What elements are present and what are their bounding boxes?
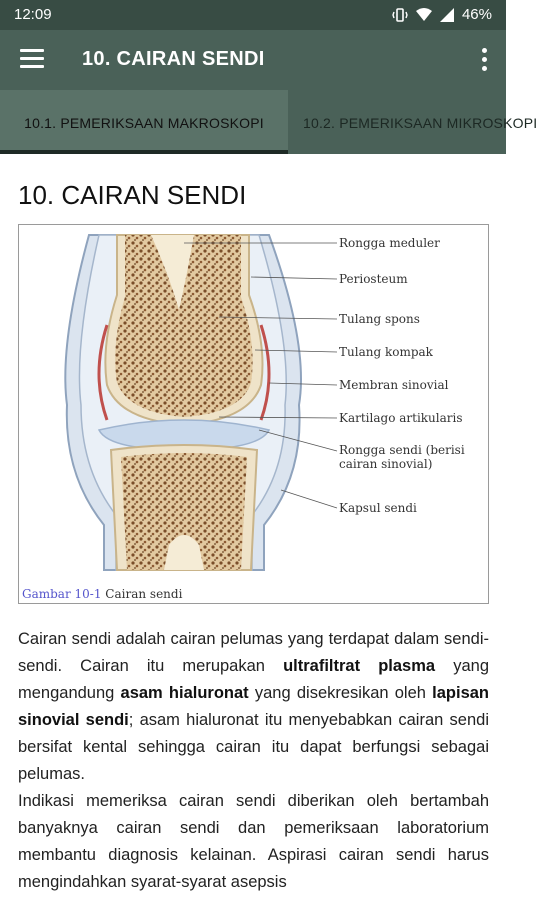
label-periosteum: Periosteum bbox=[339, 272, 408, 286]
term-ultrafiltrat-plasma: ultrafiltrat plasma bbox=[283, 657, 436, 675]
label-rongga-meduler: Rongga meduler bbox=[339, 236, 440, 250]
label-kapsul-sendi: Kapsul sendi bbox=[339, 501, 417, 515]
joint-figure: Rongga meduler Periosteum Tulang spons T… bbox=[18, 224, 489, 604]
menu-icon[interactable] bbox=[20, 49, 44, 71]
signal-icon bbox=[439, 7, 454, 22]
knee-joint-illustration: Rongga meduler Periosteum Tulang spons T… bbox=[64, 234, 465, 571]
page-title: 10. CAIRAN SENDI bbox=[82, 48, 265, 70]
main-content: 10. CAIRAN SENDI bbox=[0, 154, 506, 900]
vibrate-icon bbox=[392, 7, 408, 22]
paragraph-indication: Indikasi memeriksa cairan sendi diberika… bbox=[18, 792, 489, 891]
paragraph-definition: Cairan sendi adalah cairan pelumas yang … bbox=[18, 626, 489, 788]
label-tulang-spons: Tulang spons bbox=[339, 312, 420, 326]
para1-text-3: yang disekresikan oleh bbox=[248, 684, 433, 702]
para1-text-2: yang mengandung bbox=[18, 657, 489, 702]
para1-text-1: Cairan sendi adalah cairan pelumas yang … bbox=[18, 630, 489, 675]
figure-caption-text: Cairan sendi bbox=[105, 587, 183, 601]
term-asam-hialuronat: asam hialuronat bbox=[120, 684, 249, 702]
tab-mikroskopi[interactable]: 10.2. PEMERIKSAAN MIKROSKOPI bbox=[303, 115, 537, 131]
figure-caption: Gambar 10-1 Cairan sendi bbox=[22, 587, 182, 601]
section-heading: 10. CAIRAN SENDI bbox=[18, 180, 247, 210]
battery-level: 46% bbox=[461, 6, 492, 23]
tab-bar: 10.1. PEMERIKSAAN MAKROSKOPI 10.2. PEMER… bbox=[0, 90, 537, 154]
label-membran-sinovial: Membran sinovial bbox=[339, 378, 449, 392]
para1-text-4: ; asam hialuronat itu menyebabkan cairan… bbox=[18, 711, 489, 783]
status-time: 12:09 bbox=[14, 6, 52, 23]
wifi-icon bbox=[415, 7, 432, 21]
figure-ref-link[interactable]: Gambar 10-1 bbox=[22, 587, 102, 601]
label-kartilago-artikularis: Kartilago artikularis bbox=[339, 411, 463, 425]
label-cairan-sinovial: cairan sinovial) bbox=[339, 457, 432, 471]
app-bar: 10. CAIRAN SENDI bbox=[0, 30, 506, 90]
more-options-icon[interactable] bbox=[482, 48, 488, 72]
status-bar: 12:09 46% bbox=[0, 0, 506, 30]
status-icons: 46% bbox=[392, 6, 492, 23]
label-tulang-kompak: Tulang kompak bbox=[339, 345, 434, 359]
term-lapisan-sinovial: lapisan sinovial sendi bbox=[18, 684, 489, 729]
label-rongga-sendi: Rongga sendi (berisi bbox=[339, 443, 465, 457]
tab-makroskopi[interactable]: 10.1. PEMERIKSAAN MAKROSKOPI bbox=[0, 90, 288, 154]
